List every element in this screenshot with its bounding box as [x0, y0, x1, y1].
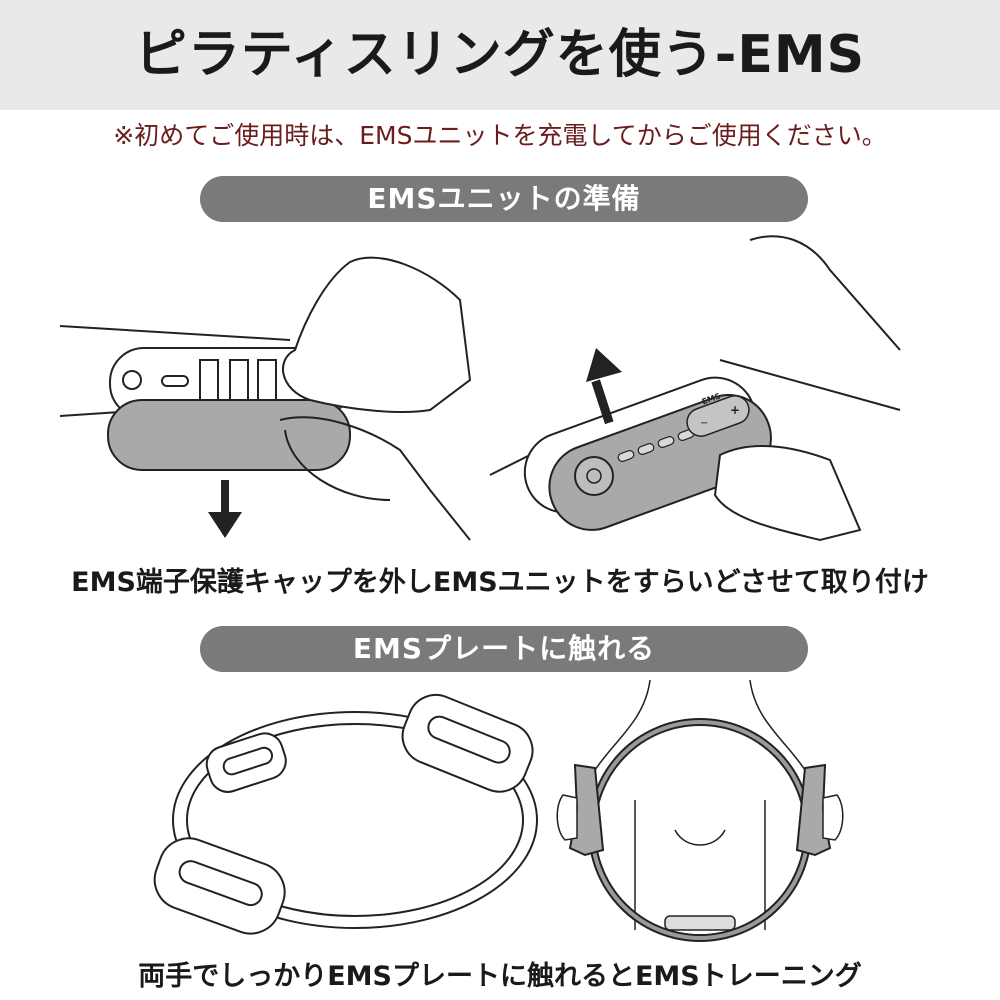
section-label-touch-plates: EMSプレートに触れる: [200, 626, 808, 672]
pilates-ring-illustration: [153, 693, 538, 935]
charging-notice: ※初めてご使用時は、EMSユニットを充電してからご使用ください。: [113, 121, 887, 150]
plus-label: +: [730, 403, 740, 417]
down-arrow-icon: [208, 480, 242, 538]
intensity-buttons: [686, 395, 750, 437]
minus-label: −: [700, 418, 708, 429]
remove-cap-illustration: [59, 256, 472, 541]
header-banner: [0, 0, 1000, 110]
up-arrow-icon: [586, 348, 622, 425]
ring-usage-illustration: [556, 679, 844, 942]
attach-unit-illustration: − + EMS: [489, 235, 901, 542]
unit-prep-caption: EMS端子保護キャップを外しEMSユニットをすらいどさせて取り付け: [71, 567, 929, 598]
section-label-unit-prep: EMSユニットの準備: [200, 176, 808, 222]
touch-plates-caption: 両手でしっかりEMSプレートに触れるとEMSトレーニング: [138, 961, 862, 992]
page-title: ピラティスリングを使う-EMS: [134, 25, 866, 85]
power-icon: [574, 456, 614, 496]
